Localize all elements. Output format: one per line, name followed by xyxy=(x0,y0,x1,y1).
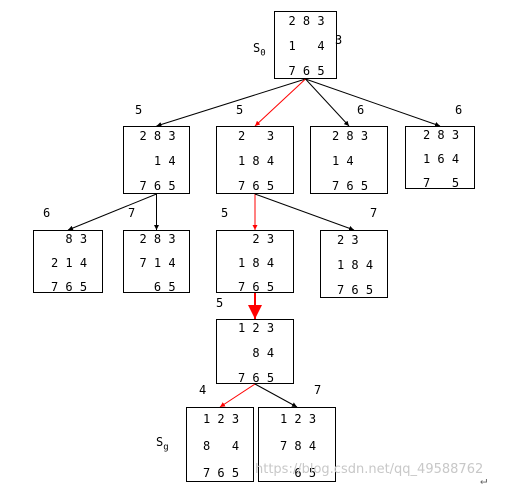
cost-label: 7 xyxy=(128,206,136,220)
state-node-n5: 8 3 2 1 4 7 6 5 xyxy=(33,230,103,293)
puzzle-row: 6 5 xyxy=(279,466,317,480)
edge-n9-g xyxy=(219,383,256,408)
state-node-n3: 2 8 3 1 4 7 6 5 xyxy=(310,126,388,194)
puzzle-row: 7 6 5 xyxy=(202,466,240,480)
puzzle-row: 7 8 4 xyxy=(279,439,317,453)
cost-label: 3 xyxy=(335,33,343,47)
cost-label: 6 xyxy=(43,206,51,220)
puzzle-row: 2 3 xyxy=(237,232,275,246)
edge-s0-n1 xyxy=(156,78,306,127)
cost-label: 6 xyxy=(357,103,365,117)
puzzle-row: 1 4 xyxy=(331,154,369,168)
puzzle-row: 1 8 4 xyxy=(237,256,275,270)
cost-label: 5 xyxy=(135,103,143,117)
cost-label: 5 xyxy=(236,103,244,117)
puzzle-row: 7 6 5 xyxy=(237,280,275,294)
puzzle-row: 1 8 4 xyxy=(336,258,374,272)
puzzle-row: 7 6 5 xyxy=(139,179,176,193)
state-node-n1: 2 8 3 1 4 7 6 5 xyxy=(123,126,190,194)
puzzle-row: 1 2 3 xyxy=(237,321,275,335)
puzzle-row: 2 8 3 xyxy=(139,232,176,246)
puzzle-row: 7 6 5 xyxy=(50,280,88,294)
puzzle-row: 2 8 3 xyxy=(288,14,325,28)
puzzle-row: 1 4 xyxy=(288,39,325,53)
state-node-n8: 2 3 1 8 4 7 6 5 xyxy=(320,230,388,298)
puzzle-row: 2 8 3 xyxy=(422,128,460,142)
return-mark: ↵ xyxy=(480,473,488,487)
puzzle-row: 1 8 4 xyxy=(237,154,275,168)
state-node-g: 1 2 3 8 4 7 6 5 xyxy=(186,407,254,482)
cost-label: 5 xyxy=(216,296,224,310)
puzzle-row: 2 8 3 xyxy=(331,129,369,143)
edge-s0-n3 xyxy=(305,78,350,127)
state-node-n6: 2 8 3 7 1 4 6 5 xyxy=(123,230,190,293)
state-node-n2: 2 3 1 8 4 7 6 5 xyxy=(216,126,294,194)
state-node-n9: 1 2 3 8 4 7 6 5 xyxy=(216,319,294,384)
cost-label: 5 xyxy=(221,206,229,220)
cost-label: 4 xyxy=(199,383,207,397)
puzzle-row: 1 4 xyxy=(139,154,176,168)
watermark: https://blog.csdn.net/qq_49588762 xyxy=(255,462,484,477)
puzzle-row: 2 3 xyxy=(237,129,275,143)
puzzle-row: 7 5 xyxy=(422,176,460,190)
puzzle-row: 8 4 xyxy=(202,439,240,453)
puzzle-row: 8 3 xyxy=(50,232,88,246)
state-node-s0: 2 8 3 1 4 7 6 5 xyxy=(274,11,337,79)
state-node-n7: 2 3 1 8 4 7 6 5 xyxy=(216,230,294,293)
puzzle-row: 2 1 4 xyxy=(50,256,88,270)
puzzle-row: 1 6 4 xyxy=(422,152,460,166)
puzzle-row: 7 6 5 xyxy=(237,371,275,385)
state-node-n11: 1 2 3 7 8 4 6 5 xyxy=(258,407,336,482)
puzzle-row: 8 4 xyxy=(237,346,275,360)
edge-n9-n11 xyxy=(254,383,298,408)
puzzle-row: 7 1 4 xyxy=(139,256,176,270)
puzzle-row: 7 6 5 xyxy=(336,283,374,297)
puzzle-row: 2 3 xyxy=(336,233,374,247)
edge-n1-n5 xyxy=(67,193,157,231)
edge-s0-n4 xyxy=(305,78,441,127)
cost-label: 7 xyxy=(370,206,378,220)
start-label: S0 xyxy=(253,41,266,59)
cost-label: 6 xyxy=(455,103,463,117)
edge-s0-n2 xyxy=(254,78,306,127)
puzzle-row: 6 5 xyxy=(139,280,176,294)
goal-label: Sg xyxy=(156,435,169,453)
puzzle-row: 2 8 3 xyxy=(139,129,176,143)
cost-label: 7 xyxy=(314,383,322,397)
puzzle-row: 7 6 5 xyxy=(237,179,275,193)
edge-n2-n8 xyxy=(254,193,355,231)
puzzle-row: 1 2 3 xyxy=(279,412,317,426)
puzzle-row: 7 6 5 xyxy=(288,64,325,78)
puzzle-row: 7 6 5 xyxy=(331,179,369,193)
state-node-n4: 2 8 3 1 6 4 7 5 xyxy=(405,126,475,189)
puzzle-row: 1 2 3 xyxy=(202,412,240,426)
